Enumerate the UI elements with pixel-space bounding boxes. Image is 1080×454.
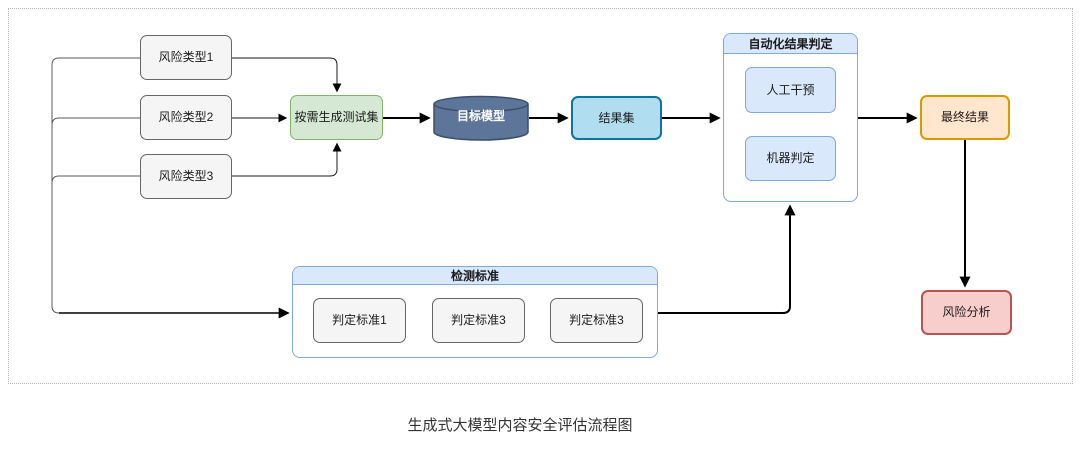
node-criteria-3: 判定标准3 <box>550 298 643 343</box>
node-risk-analysis: 风险分析 <box>921 290 1012 335</box>
node-machine-judgment: 机器判定 <box>745 136 836 181</box>
node-final-result: 最终结果 <box>920 95 1010 140</box>
node-risk-type-1: 风险类型1 <box>140 35 232 80</box>
node-criteria-2: 判定标准3 <box>432 298 525 343</box>
node-generate-test-set: 按需生成测试集 <box>290 95 383 140</box>
node-criteria-1: 判定标准1 <box>313 298 406 343</box>
container-auto-judgment-header: 自动化结果判定 <box>724 34 857 54</box>
node-target-model-cylinder: 目标模型 <box>433 95 529 141</box>
node-target-model-label: 目标模型 <box>456 109 505 123</box>
diagram-dotted-frame <box>8 8 1073 384</box>
container-detection-standard-header: 检测标准 <box>293 267 657 285</box>
diagram-caption: 生成式大模型内容安全评估流程图 <box>407 417 633 434</box>
cylinder-shape <box>433 95 529 141</box>
node-risk-type-2: 风险类型2 <box>140 95 232 140</box>
node-manual-intervention: 人工干预 <box>745 67 836 113</box>
node-result-set: 结果集 <box>571 96 662 140</box>
node-risk-type-3: 风险类型3 <box>140 154 232 199</box>
